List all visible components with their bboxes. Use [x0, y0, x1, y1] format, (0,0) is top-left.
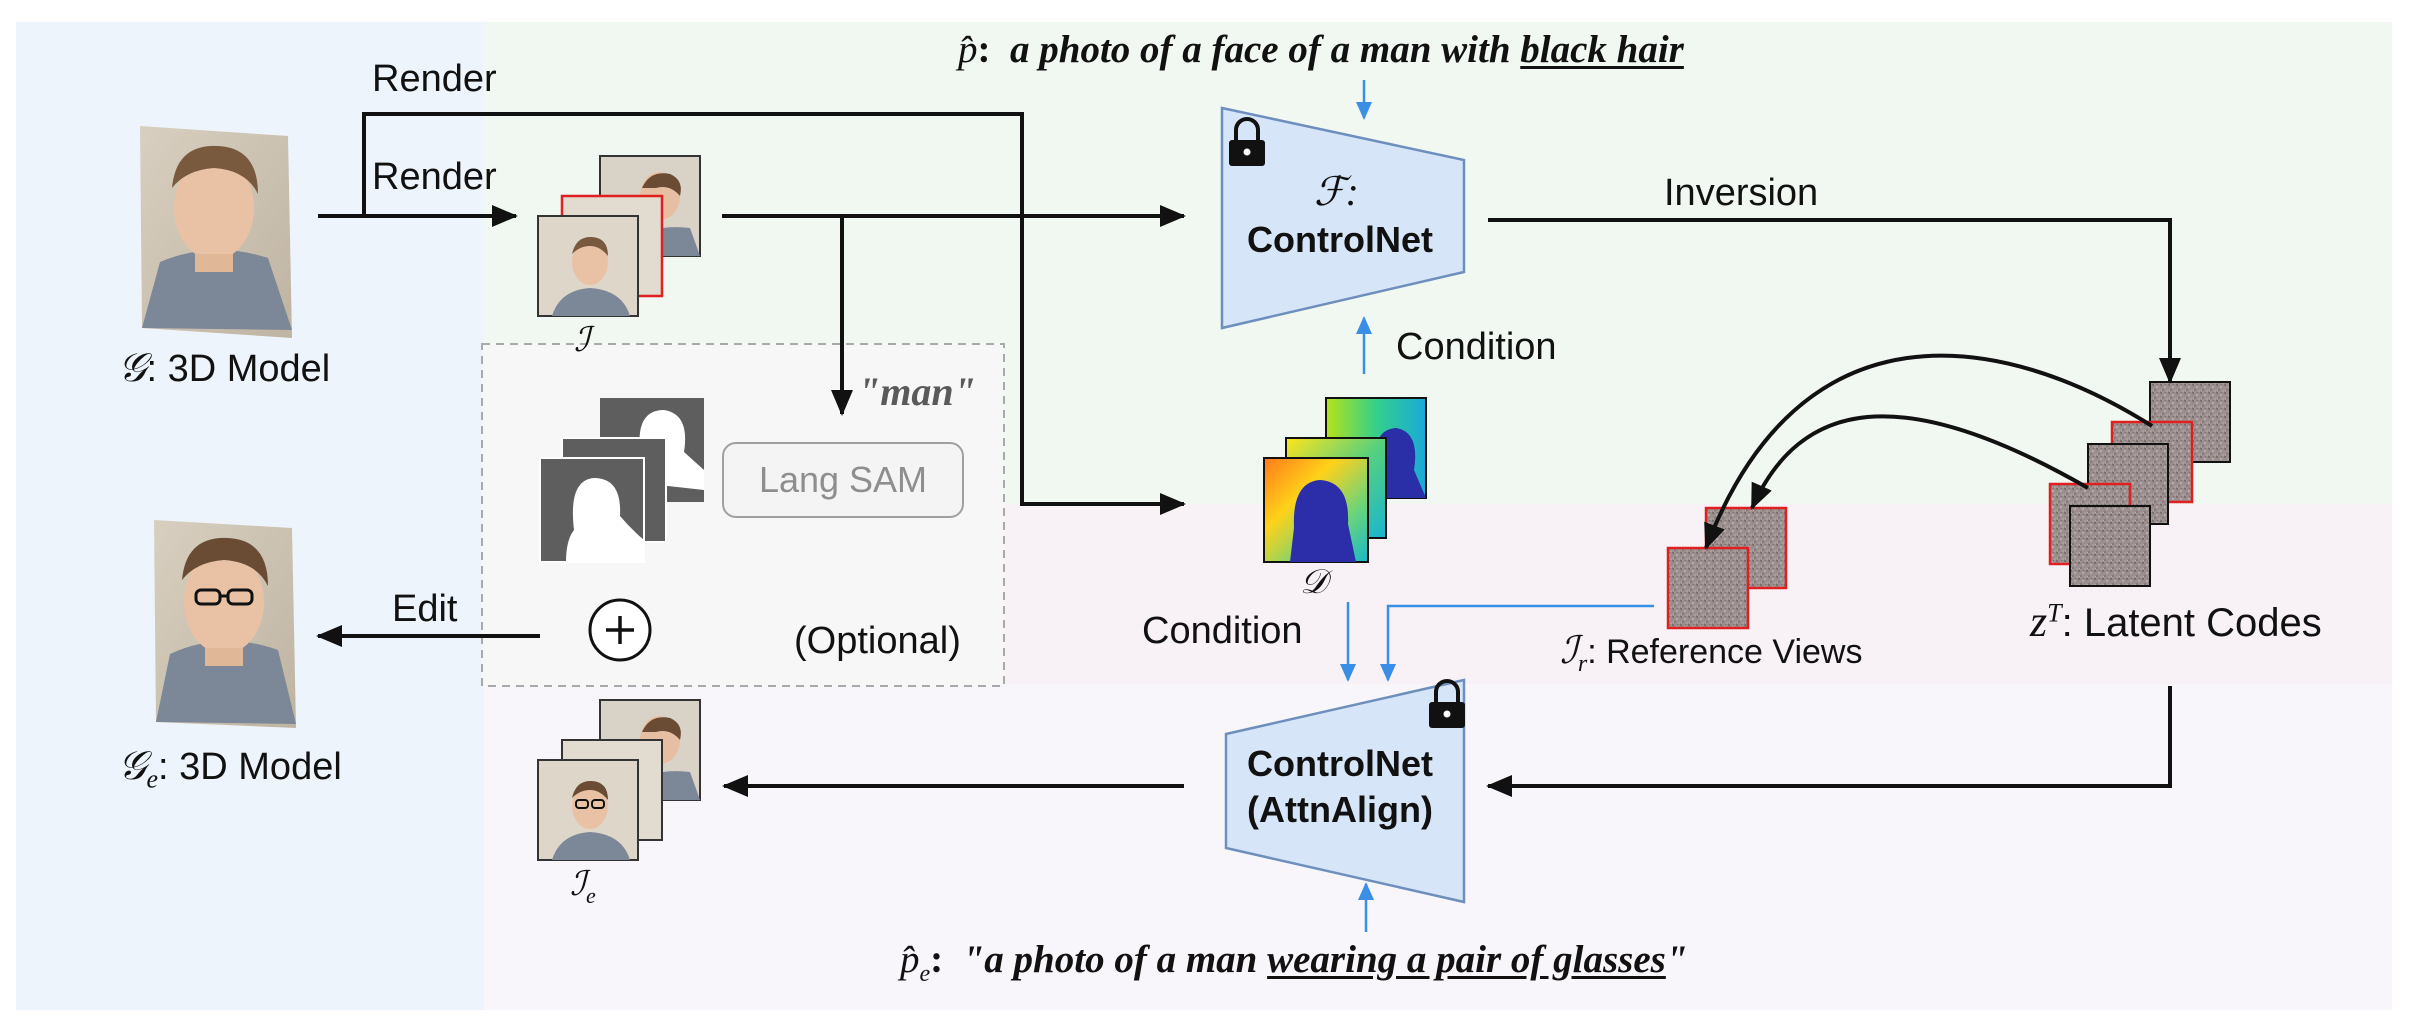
blue-arrows	[1340, 80, 1654, 932]
segmentation-masks	[539, 398, 704, 563]
reference-to-controlnet-arrow	[1380, 604, 1654, 682]
optional-label: (Optional)	[794, 620, 961, 662]
ie-symbol-label: ℐe	[570, 868, 596, 907]
edit-label: Edit	[392, 588, 458, 630]
man-query-label: "man"	[858, 369, 976, 414]
reference-views-label: ℐr: Reference Views	[1560, 632, 1863, 676]
controlnet-bottom-label-2: (AttnAlign)	[1247, 789, 1433, 830]
ir-sub: r	[1577, 650, 1588, 677]
latent-codes	[2048, 381, 2231, 587]
render-mid-label: Render	[372, 156, 497, 198]
f-symbol-label: ℱ:	[1314, 169, 1359, 214]
controlnet-top	[1220, 106, 1466, 330]
edited-views	[537, 699, 701, 861]
black-arrows	[316, 112, 2181, 797]
ge-model-label: 𝒢e: 3D Model	[118, 746, 342, 793]
prompt-pe-text-b: "	[1665, 938, 1688, 981]
lang-sam-box: Lang SAM	[722, 442, 964, 518]
ge-model-sub: e	[146, 764, 159, 794]
zt-sup: T	[2047, 598, 2062, 628]
depth-maps	[1263, 397, 1427, 563]
rendered-views	[537, 155, 701, 317]
controlnet-bottom	[1224, 678, 1466, 904]
prompt-p-underlined: black hair	[1520, 28, 1684, 71]
ir-symbol: ℐ	[1560, 630, 1578, 672]
inversion-label: Inversion	[1664, 172, 1819, 214]
g-model-label: 𝒢: 3D Model	[118, 345, 331, 390]
ie-symbol: ℐ	[570, 866, 586, 903]
prompt-pe-sub: e	[919, 960, 931, 987]
prompt-pe-underlined: wearing a pair of glasses	[1267, 938, 1666, 981]
latent-codes-label: zT: Latent Codes	[2030, 600, 2322, 644]
ir-text: : Reference Views	[1587, 633, 1863, 671]
prompt-p-symbol: p̂	[958, 28, 978, 71]
lock-icon	[1229, 117, 1265, 166]
latent-to-reference-arrow-1	[1704, 353, 2154, 550]
prompt-p-text: a photo of a face of a man with	[1010, 28, 1521, 71]
prompt-p: p̂: a photo of a face of a man with blac…	[958, 28, 1684, 71]
ge-model-symbol: 𝒢	[118, 743, 147, 788]
zt-text: : Latent Codes	[2061, 601, 2322, 645]
lock-icon	[1429, 679, 1465, 728]
prompt-pe-text-a: "a photo of a man	[962, 938, 1268, 981]
controlnet-bottom-label-1: ControlNet	[1247, 743, 1433, 784]
latent-to-reference-arrow-2	[1750, 414, 2089, 510]
3d-model-original	[140, 126, 292, 338]
i-symbol-label: ℐ	[574, 322, 590, 359]
latent-to-controlnet-arrow	[1486, 686, 2172, 797]
g-model-text: : 3D Model	[146, 348, 331, 390]
prompt-pe: p̂e: "a photo of a man wearing a pair of…	[900, 938, 1688, 987]
render-top-label: Render	[372, 58, 497, 100]
condition-bottom-label: Condition	[1142, 610, 1303, 652]
ge-model-text: : 3D Model	[158, 746, 342, 788]
prompt-pe-symbol: p̂	[900, 938, 920, 981]
zt-symbol: z	[2030, 597, 2048, 646]
condition-top-label: Condition	[1396, 326, 1557, 368]
3d-model-edited	[154, 520, 296, 728]
plus-circle-icon	[588, 598, 652, 662]
ie-sub: e	[585, 882, 596, 908]
controlnet-top-label: ControlNet	[1247, 219, 1433, 260]
render-arrow-top	[362, 112, 1186, 515]
lang-sam-label: Lang SAM	[758, 459, 928, 500]
g-model-symbol: 𝒢	[118, 345, 147, 390]
inversion-arrow	[1488, 218, 2181, 384]
d-symbol-label: 𝒟	[1300, 564, 1328, 601]
